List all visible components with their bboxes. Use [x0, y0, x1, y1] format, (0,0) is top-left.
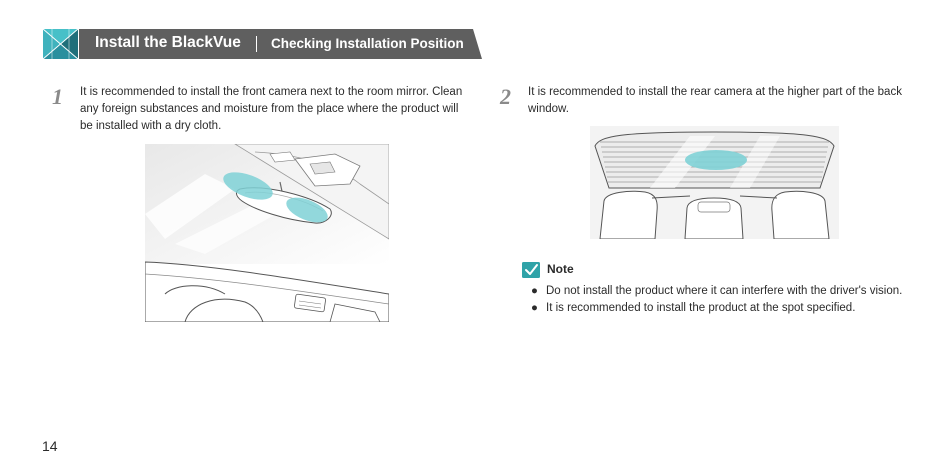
header-divider	[256, 36, 257, 52]
note-item-text: It is recommended to install the product…	[546, 302, 856, 314]
header-title-bar: Install the BlackVue Checking Installati…	[79, 29, 482, 59]
step-2-number: 2	[500, 84, 511, 109]
note-list: ● Do not install the product where it can…	[531, 283, 902, 317]
rear-window-illustration	[590, 126, 839, 239]
step-2-text: It is recommended to install the rear ca…	[528, 86, 902, 115]
list-item: ● Do not install the product where it can…	[531, 283, 902, 300]
check-icon	[522, 262, 540, 278]
step-1-text: It is recommended to install the front c…	[80, 86, 463, 132]
section-header: Install the BlackVue Checking Installati…	[43, 29, 482, 59]
header-title: Install the BlackVue	[95, 34, 241, 51]
blackvue-logo-icon	[43, 29, 78, 59]
page-number: 14	[42, 438, 58, 454]
bullet-icon: ●	[531, 302, 538, 314]
note-title: Note	[547, 262, 574, 276]
windshield-mirror-illustration	[145, 144, 389, 322]
list-item: ● It is recommended to install the produc…	[531, 300, 902, 317]
bullet-icon: ●	[531, 285, 538, 297]
step-1-number: 1	[52, 84, 63, 109]
note-item-text: Do not install the product where it can …	[546, 285, 903, 297]
header-subtitle: Checking Installation Position	[271, 36, 464, 51]
